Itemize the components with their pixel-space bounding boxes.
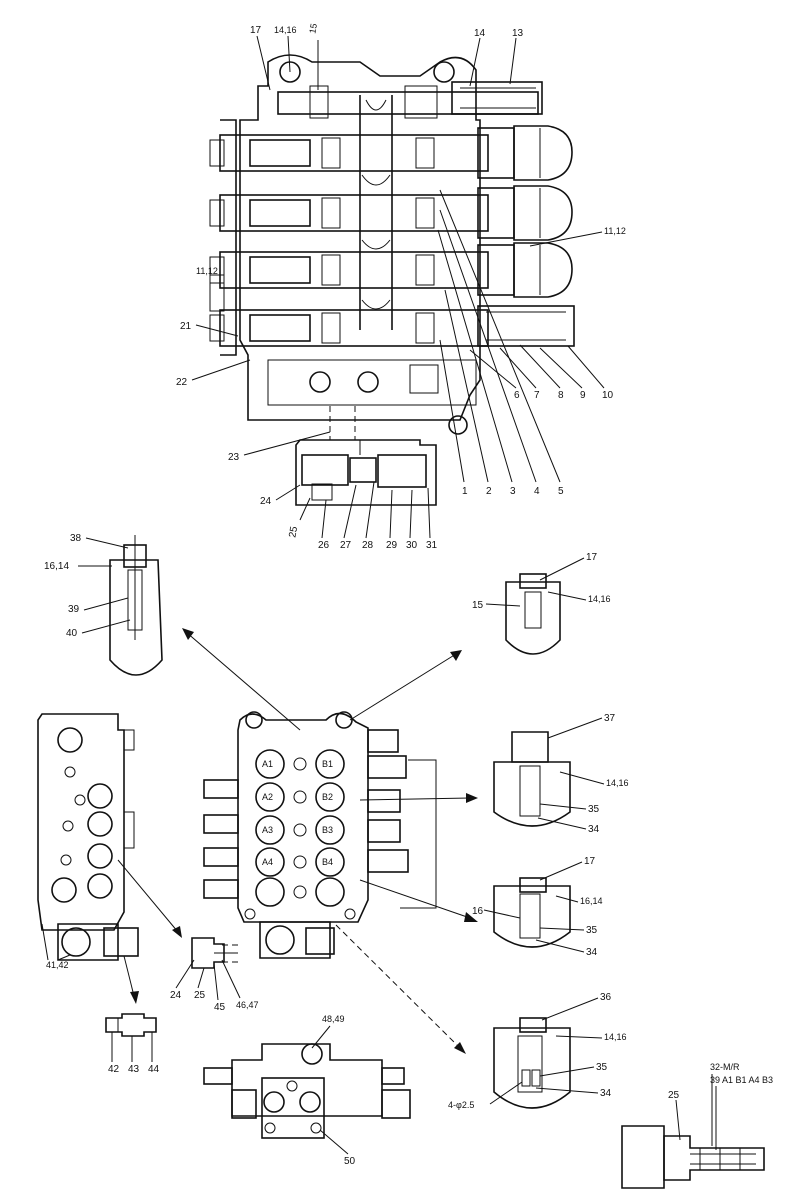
plug-detail: 42 43 44 [105, 1013, 160, 1075]
callout-25: 25 [287, 525, 300, 538]
callout-17-r1: 17 [586, 552, 598, 563]
port-label-b4: B4 [322, 857, 333, 867]
detail-right-1: 17 14,16 15 [472, 552, 611, 655]
callout-22: 22 [176, 377, 188, 388]
port-label-b2: B2 [322, 792, 333, 802]
callout-4: 4 [534, 486, 540, 497]
callout-24: 24 [260, 496, 272, 507]
callout-7: 7 [534, 390, 540, 401]
callout-41-42: 41,42 [46, 960, 69, 970]
callout-28: 28 [362, 540, 374, 551]
callout-25-small: 25 [194, 990, 206, 1001]
spool-section-2 [209, 185, 573, 241]
callout-17-top: 17 [250, 25, 262, 36]
detail-top-left: 38 16,14 39 40 [44, 533, 163, 676]
port-grid: A1 B1 A2 B2 A3 B3 A4 B4 [255, 749, 345, 907]
port-label-a1: A1 [262, 759, 273, 769]
port-label-b3: B3 [322, 825, 333, 835]
callout-25-br: 25 [668, 1090, 680, 1101]
callout-13-top: 13 [512, 28, 524, 39]
callout-5: 5 [558, 486, 564, 497]
detail-right-2: 37 14,16 35 34 [493, 713, 629, 835]
callout-34-r3: 34 [586, 947, 598, 958]
callout-14-16-top: 14,16 [274, 25, 297, 35]
callout-15-r1: 15 [472, 600, 484, 611]
callout-30: 30 [406, 540, 418, 551]
callout-14-top: 14 [474, 28, 486, 39]
callout-6: 6 [514, 390, 520, 401]
callout-1: 1 [462, 486, 468, 497]
callout-16-14-tl: 16,14 [44, 561, 69, 572]
callout-42: 42 [108, 1064, 120, 1075]
detail-right-4: 36 14,16 35 34 4-φ2.5 [448, 992, 627, 1110]
callout-37: 37 [604, 713, 616, 724]
callout-31: 31 [426, 540, 438, 551]
port-label-a4: A4 [262, 857, 273, 867]
callout-17-r3: 17 [584, 856, 596, 867]
callout-9: 9 [580, 390, 586, 401]
callout-34-r2: 34 [588, 824, 600, 835]
callout-43: 43 [128, 1064, 140, 1075]
leader-arrows [117, 628, 478, 1054]
port-label-a2: A2 [262, 792, 273, 802]
spool-section-1 [209, 125, 573, 181]
port-label-b1: B1 [322, 759, 333, 769]
callout-11-12-right: 11,12 [604, 226, 626, 236]
callout-10: 10 [602, 390, 614, 401]
callout-26: 26 [318, 540, 330, 551]
spool-section-3 [209, 242, 573, 298]
relief-valve-assembly [295, 439, 437, 506]
callout-39-ports: 39 A1 B1 A4 B3 [710, 1075, 773, 1085]
callout-16-14-r3: 16,14 [580, 896, 603, 906]
callout-8: 8 [558, 390, 564, 401]
callout-21: 21 [180, 321, 192, 332]
callout-45: 45 [214, 1002, 226, 1013]
detail-bottom-right: 25 32-M/R 39 A1 B1 A4 B3 [621, 1062, 773, 1189]
port-label-a3: A3 [262, 825, 273, 835]
bottom-view: 48,49 50 [203, 1014, 411, 1167]
callout-50: 50 [344, 1156, 356, 1167]
callout-35-r4: 35 [596, 1062, 608, 1073]
main-callouts: 17 14,16 15 14 13 11,12 11,12 21 22 23 2… [176, 23, 626, 551]
callout-40: 40 [66, 628, 78, 639]
callout-38: 38 [70, 533, 82, 544]
callout-hole-spec: 4-φ2.5 [448, 1100, 474, 1110]
callout-3: 3 [510, 486, 516, 497]
callout-44: 44 [148, 1064, 160, 1075]
callout-46-47: 46,47 [236, 1000, 259, 1010]
callout-39: 39 [68, 604, 80, 615]
callout-14-16-r4: 14,16 [604, 1032, 627, 1042]
callout-34-r4: 34 [600, 1088, 612, 1099]
callout-23: 23 [228, 452, 240, 463]
callout-14-16-r2: 14,16 [606, 778, 629, 788]
callout-14-16-r1: 14,16 [588, 594, 611, 604]
front-face-view: A1 B1 A2 B2 A3 B3 A4 B4 [203, 711, 409, 959]
callout-48-49: 48,49 [322, 1014, 345, 1024]
callout-36: 36 [600, 992, 612, 1003]
callout-35-r3: 35 [586, 925, 598, 936]
callout-15-top: 15 [307, 23, 319, 35]
callout-32-mr: 32-M/R [710, 1062, 740, 1072]
callout-2: 2 [486, 486, 492, 497]
spool-section-4 [209, 305, 575, 347]
main-valve-assembly [209, 54, 575, 440]
detail-right-3: 17 16,14 16 35 34 [472, 856, 603, 958]
small-relief-detail: 24 25 45 46,47 [170, 937, 259, 1013]
callout-29: 29 [386, 540, 398, 551]
callout-27: 27 [340, 540, 352, 551]
callout-24-small: 24 [170, 990, 182, 1001]
callout-11-12-left: 11,12 [196, 266, 218, 276]
callout-16-r3: 16 [472, 906, 484, 917]
callout-35-r2: 35 [588, 804, 600, 815]
side-view-left: 41,42 [37, 713, 139, 970]
